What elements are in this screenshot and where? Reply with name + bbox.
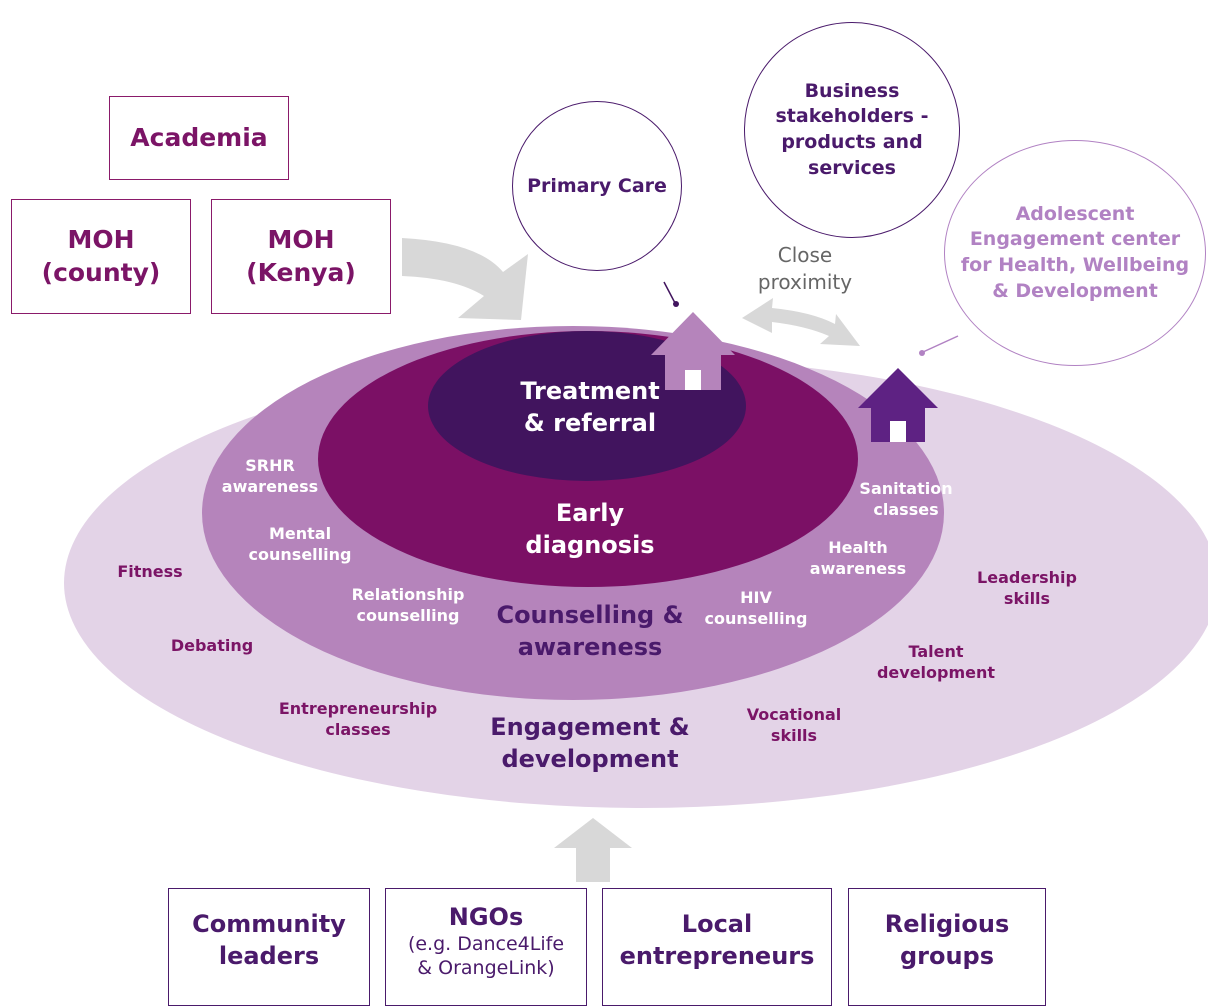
leadership-skills-label: Leadership skills	[960, 568, 1094, 610]
leadership-line-1: Leadership	[977, 568, 1077, 587]
moh-arrow	[402, 238, 528, 320]
srhr-awareness-label: SRHR awareness	[210, 456, 330, 498]
ngos-detail-line-2: & OrangeLink)	[417, 957, 555, 980]
close-proximity-label: Close proximity	[740, 242, 870, 296]
business-line-2: stakeholders -	[775, 105, 929, 128]
primary-care-connector	[663, 281, 676, 304]
ngos-title: NGOs	[448, 903, 524, 932]
srhr-line-2: awareness	[221, 476, 319, 496]
adolescent-line-2: Engagement center	[969, 228, 1181, 251]
debating-label: Debating	[156, 636, 268, 657]
adolescent-line-4: & Development	[992, 279, 1158, 302]
relationship-line-1: Relationship	[351, 585, 465, 604]
sanitation-line-2: classes	[873, 499, 939, 519]
moh-kenya-box: MOH (Kenya)	[211, 199, 391, 314]
vocational-line-2: skills	[770, 725, 818, 745]
fitness-line-1: Fitness	[117, 562, 183, 581]
relationship-line-2: counselling	[356, 605, 460, 625]
mental-line-1: Mental	[268, 524, 332, 543]
mental-line-2: counselling	[248, 544, 352, 564]
ngos-box: NGOs (e.g. Dance4Life & OrangeLink)	[385, 888, 587, 1006]
diagnosis-line-1: Early	[555, 499, 625, 527]
treatment-referral-label: Treatment & referral	[490, 375, 690, 440]
community-leaders-box: Community leaders	[168, 888, 370, 1006]
adolescent-connector-dot	[919, 350, 925, 356]
adolescent-center-house-icon	[858, 368, 938, 442]
entrepreneurs-line-2: entrepreneurs	[619, 942, 815, 970]
business-line-1: Business	[804, 79, 900, 102]
religious-line-1: Religious	[884, 909, 1010, 938]
proximity-arrow	[742, 298, 860, 346]
entrepreneurs-line-1: Local	[681, 909, 753, 938]
talent-line-2: development	[876, 662, 996, 682]
counselling-line-2: awareness	[517, 633, 663, 662]
community-line-2: leaders	[218, 942, 320, 970]
treatment-line-2: & referral	[523, 409, 657, 438]
srhr-line-1: SRHR	[245, 456, 295, 475]
treatment-line-1: Treatment	[520, 377, 660, 405]
business-line-3: products and	[781, 131, 923, 153]
engagement-line-2: development	[501, 745, 679, 774]
health-line-2: awareness	[809, 558, 907, 578]
community-line-1: Community	[192, 909, 346, 938]
entrepreneurship-classes-label: Entrepreneurship classes	[268, 699, 448, 741]
fitness-label: Fitness	[98, 562, 202, 583]
diagnosis-line-2: diagnosis	[525, 531, 655, 560]
primary-care-circle: Primary Care	[512, 101, 682, 271]
religious-line-2: groups	[899, 942, 995, 970]
talent-line-1: Talent	[908, 642, 964, 661]
business-line-4: services	[808, 156, 896, 179]
hiv-line-2: counselling	[704, 608, 808, 628]
mental-counselling-label: Mental counselling	[239, 524, 361, 566]
counselling-awareness-label: Counselling & awareness	[470, 599, 710, 664]
debating-line-1: Debating	[170, 636, 254, 655]
entrepreneurship-line-2: classes	[325, 719, 391, 739]
vocational-skills-label: Vocational skills	[732, 705, 856, 747]
moh-kenya-line-2: (Kenya)	[246, 257, 356, 287]
adolescent-connector	[922, 335, 959, 353]
moh-county-line-1: MOH	[67, 225, 135, 254]
religious-groups-box: Religious groups	[848, 888, 1046, 1006]
academia-label: Academia	[130, 122, 268, 152]
engagement-development-label: Engagement & development	[470, 711, 710, 776]
primary-care-house-icon	[651, 312, 735, 390]
primary-care-connector-dot	[673, 301, 679, 307]
moh-county-box: MOH (county)	[11, 199, 191, 314]
adolescent-center-circle: Adolescent Engagement center for Health,…	[944, 140, 1206, 366]
close-proximity-line-2: proximity	[757, 270, 853, 294]
business-stakeholders-circle: Business stakeholders - products and ser…	[744, 22, 960, 238]
vocational-line-1: Vocational	[746, 705, 842, 724]
relationship-counselling-label: Relationship counselling	[342, 585, 474, 627]
sanitation-line-1: Sanitation	[859, 479, 953, 498]
early-diagnosis-label: Early diagnosis	[490, 497, 690, 562]
leadership-line-2: skills	[1003, 588, 1051, 608]
counselling-line-1: Counselling &	[496, 601, 684, 629]
health-line-1: Health	[828, 538, 888, 557]
entrepreneurship-line-1: Entrepreneurship	[278, 699, 438, 718]
ngos-detail-line-1: (e.g. Dance4Life	[407, 933, 565, 956]
adolescent-line-3: for Health, Wellbeing	[960, 254, 1190, 276]
primary-care-label: Primary Care	[527, 175, 667, 197]
talent-development-label: Talent development	[866, 642, 1006, 684]
hiv-line-1: HIV	[740, 588, 772, 607]
moh-kenya-line-1: MOH	[267, 225, 335, 254]
hiv-counselling-label: HIV counselling	[694, 588, 818, 630]
moh-county-line-2: (county)	[41, 257, 161, 287]
academia-box: Academia	[109, 96, 289, 180]
adolescent-line-1: Adolescent	[1015, 202, 1135, 225]
bottom-up-arrow	[554, 818, 632, 882]
engagement-line-1: Engagement &	[490, 713, 690, 741]
health-awareness-label: Health awareness	[797, 538, 919, 580]
close-proximity-line-1: Close	[777, 243, 833, 267]
local-entrepreneurs-box: Local entrepreneurs	[602, 888, 832, 1006]
sanitation-classes-label: Sanitation classes	[846, 479, 966, 521]
